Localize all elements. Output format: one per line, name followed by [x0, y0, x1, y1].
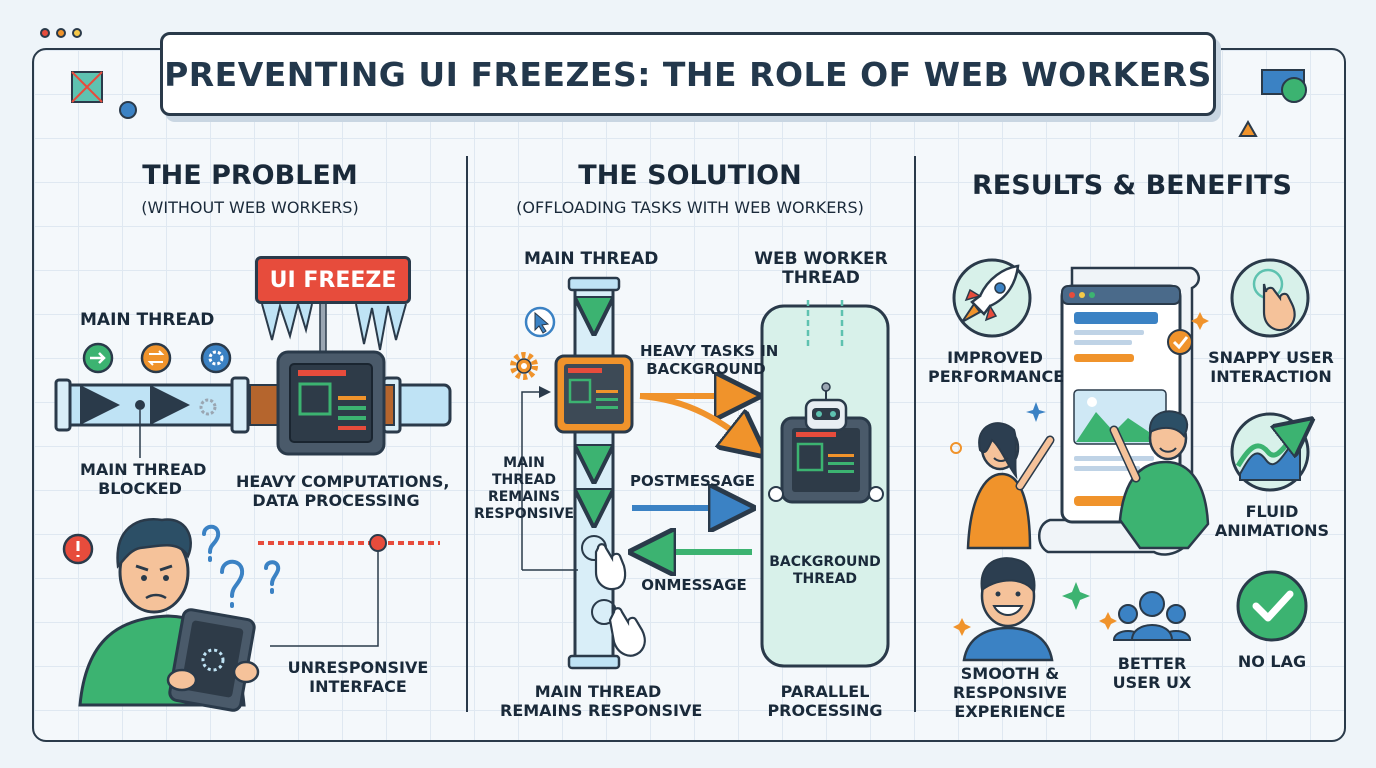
heavy-computations-label: HEAVY COMPUTATIONS, DATA PROCESSING [236, 472, 450, 510]
message-arrows [632, 396, 758, 552]
snappy-interaction-label: SNAPPY USER INTERACTION [1208, 348, 1334, 386]
improved-performance-label: IMPROVED PERFORMANCE [928, 348, 1065, 386]
rocket-icon [952, 258, 1032, 338]
unresponsive-interface-label: UNRESPONSIVE INTERFACE [287, 658, 429, 696]
frustrated-user-illustration [62, 518, 281, 712]
main-thread-remains-bottom-label: MAIN THREAD REMAINS RESPONSIVE [500, 682, 703, 720]
solution-subheading: (OFFLOADING TASKS WITH WEB WORKERS) [516, 198, 864, 217]
dot-orange [56, 28, 66, 38]
solution-heading: THE SOLUTION [578, 160, 802, 191]
happy-users-illustration [966, 410, 1210, 550]
problem-subheading: (WITHOUT WEB WORKERS) [141, 198, 359, 217]
web-worker-thread-label: WEB WORKER THREAD [754, 249, 888, 288]
cursor-icon [524, 306, 556, 338]
fluid-chart-icon [1230, 412, 1308, 492]
tap-hand-icon [1230, 258, 1310, 338]
robot-icon [804, 382, 848, 432]
check-icon [1236, 570, 1308, 642]
window-dots [40, 28, 82, 38]
ui-freeze-tag: UI FREEZE [255, 256, 411, 304]
corner-deco-right [1238, 69, 1307, 137]
problem-heading: THE PROBLEM [142, 160, 358, 191]
divider-right [914, 156, 916, 712]
problem-leaders [139, 410, 440, 647]
results-heading: RESULTS & BENEFITS [972, 170, 1292, 201]
blocked-processor [249, 297, 407, 456]
main-thread-task-card [554, 354, 634, 434]
sparkle-icons [950, 312, 1209, 636]
divider-left [466, 156, 468, 712]
solution-leaders [521, 386, 578, 571]
gear-icon [510, 352, 538, 380]
problem-main-thread-label: MAIN THREAD [80, 310, 215, 330]
main-thread-blocked-label: MAIN THREAD BLOCKED [80, 460, 207, 498]
dot-red [40, 28, 50, 38]
smiling-user-icon [962, 557, 1054, 662]
fluid-animations-label: FLUID ANIMATIONS [1214, 502, 1330, 540]
title-banner: PREVENTING UI FREEZES: THE ROLE OF WEB W… [160, 32, 1216, 116]
onmessage-label: ONMESSAGE [641, 576, 747, 594]
heavy-tasks-label: HEAVY TASKS IN BACKGROUND [640, 342, 779, 378]
task-icons [82, 342, 232, 374]
dot-yellow [72, 28, 82, 38]
no-lag-label: NO LAG [1237, 652, 1307, 671]
page-title: PREVENTING UI FREEZES: THE ROLE OF WEB W… [164, 54, 1212, 94]
better-ux-label: BETTER USER UX [1112, 654, 1192, 692]
solution-main-thread-label: MAIN THREAD [524, 249, 659, 269]
user-group-icon [1112, 591, 1192, 641]
web-worker-thread [760, 300, 890, 668]
parallel-processing-label: PARALLEL PROCESSING [767, 682, 883, 720]
corner-deco-left [71, 71, 137, 119]
solution-main-thread-pipe [567, 276, 621, 670]
postmessage-label: POSTMESSAGE [630, 472, 756, 490]
background-thread-label: BACKGROUND THREAD [769, 554, 881, 587]
main-thread-pipe [54, 376, 452, 434]
touch-hands [581, 535, 646, 657]
main-thread-remains-side-label: MAIN THREAD REMAINS RESPONSIVE [474, 455, 574, 522]
smooth-experience-label: SMOOTH & RESPONSIVE EXPERIENCE [952, 664, 1068, 721]
